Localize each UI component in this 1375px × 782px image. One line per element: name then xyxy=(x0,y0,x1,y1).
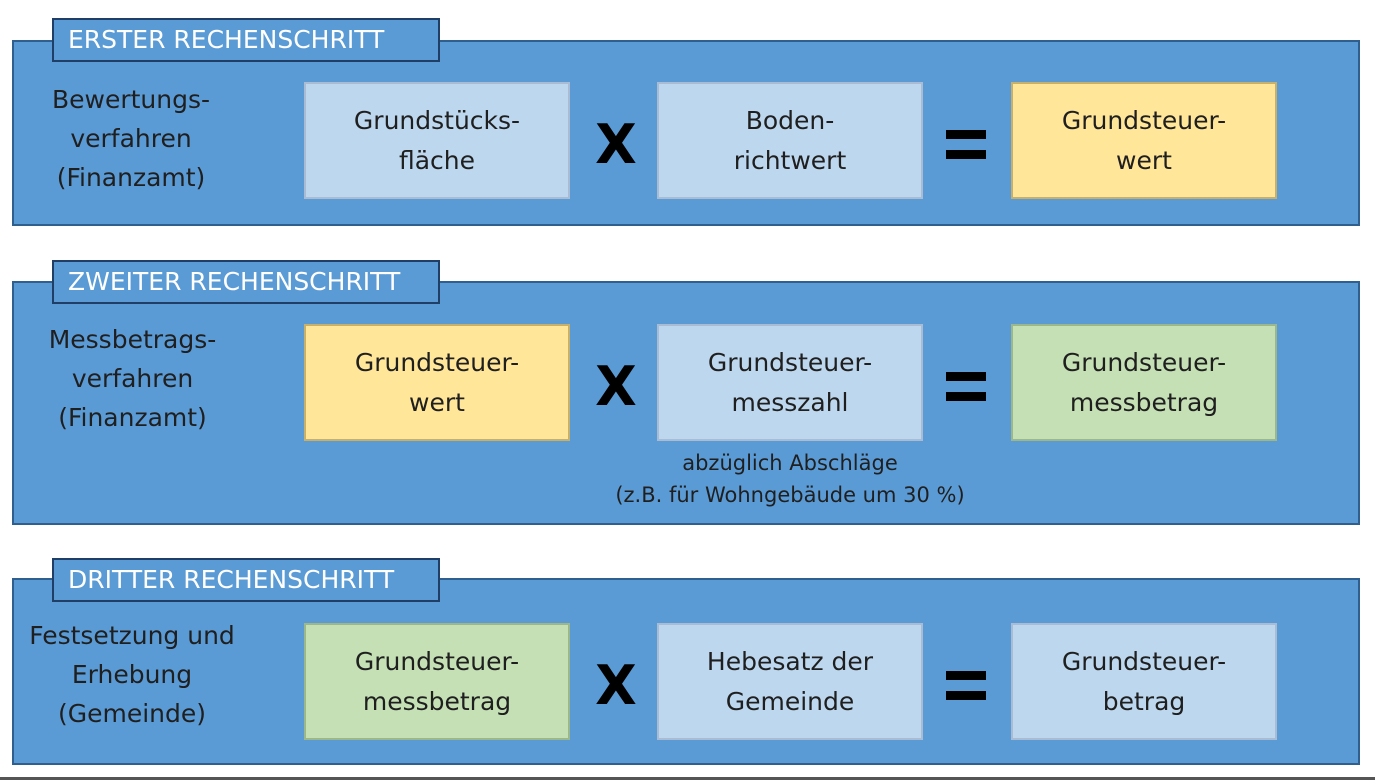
step-1-result-box: Grundsteuer- wert xyxy=(1011,82,1277,199)
bottom-divider xyxy=(0,777,1375,780)
step-2-factor-a-box: Grundsteuer- wert xyxy=(304,324,570,441)
step-1-factor-b-box: Boden- richtwert xyxy=(657,82,923,199)
step-2-title: ZWEITER RECHENSCHRITT xyxy=(52,260,440,304)
step-2-deduction-note: abzüglich Abschläge (z.B. für Wohngebäud… xyxy=(615,451,965,507)
step-3-multiply-icon: X xyxy=(595,654,637,717)
step-1-equals-icon xyxy=(936,115,996,175)
step-2-result-box: Grundsteuer- messbetrag xyxy=(1011,324,1277,441)
step-3-title: DRITTER RECHENSCHRITT xyxy=(52,558,440,602)
step-1-multiply-icon: X xyxy=(595,113,637,176)
step-2-multiply-icon: X xyxy=(595,355,637,418)
step-2-equals-icon xyxy=(936,357,996,417)
step-3-factor-a-box: Grundsteuer- messbetrag xyxy=(304,623,570,740)
step-1-factor-a-box: Grundstücks- fläche xyxy=(304,82,570,199)
step-2-factor-b-box: Grundsteuer- messzahl xyxy=(657,324,923,441)
step-1-procedure-label: Bewertungs- verfahren (Finanzamt) xyxy=(51,85,211,192)
step-3-factor-b-box: Hebesatz der Gemeinde xyxy=(657,623,923,740)
step-1-title: ERSTER RECHENSCHRITT xyxy=(52,18,440,62)
step-3-result-box: Grundsteuer- betrag xyxy=(1011,623,1277,740)
step-3-equals-icon xyxy=(936,656,996,716)
step-3-procedure-label: Festsetzung und Erhebung (Gemeinde) xyxy=(29,621,235,728)
step-2-procedure-label: Messbetrags- verfahren (Finanzamt) xyxy=(48,325,217,432)
